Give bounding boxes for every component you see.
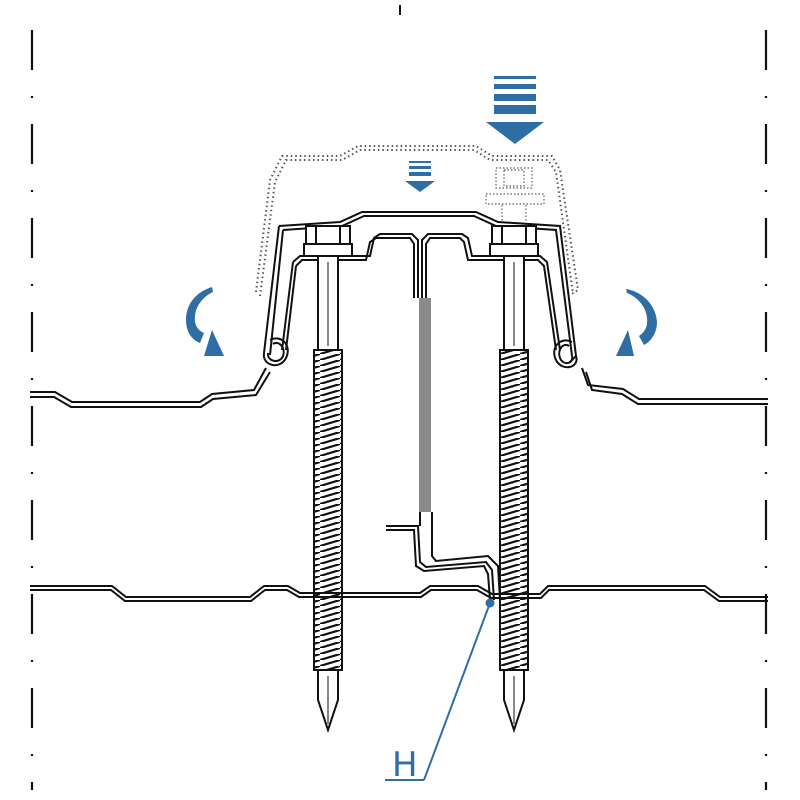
clamp-cap-initial-position-outline: [255, 145, 580, 297]
press-down-arrow-icon: [405, 161, 435, 192]
rotate-arrow-icon: [616, 289, 657, 356]
sealing-strip: [419, 298, 431, 512]
z-bracket: [386, 512, 501, 601]
press-down-arrow-icon: [486, 76, 544, 144]
lower-roof-sheet: [30, 585, 768, 602]
right-self-tapping-screw: [489, 225, 539, 734]
upper-roof-sheet: [30, 367, 768, 408]
callout-leader-line: [423, 602, 491, 781]
callout-label: H: [392, 745, 418, 785]
rotate-arrow-icon: [186, 287, 224, 356]
bolt-head-initial-position-outline: [485, 167, 545, 222]
left-self-tapping-screw: [303, 225, 353, 734]
callout-h: H: [385, 598, 495, 785]
